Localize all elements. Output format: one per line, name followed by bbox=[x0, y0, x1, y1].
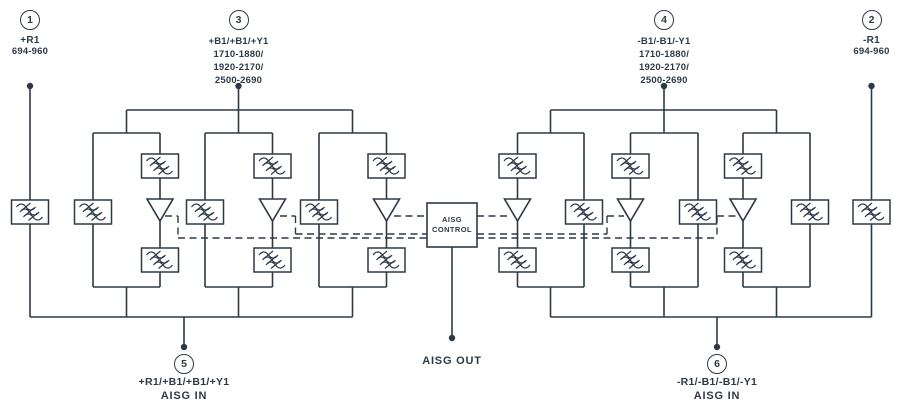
filter-icon bbox=[498, 247, 537, 273]
port-3-freq-3: 2500-2690 bbox=[214, 75, 263, 86]
port-4-freq-2: 1920-2170/ bbox=[638, 62, 690, 73]
filter-icon bbox=[852, 199, 891, 225]
port-6-number: 6 bbox=[707, 354, 727, 374]
port-3-number: 3 bbox=[228, 10, 249, 30]
port-6-aisg-in-label: AISG IN bbox=[693, 390, 741, 402]
filter-icon bbox=[253, 247, 292, 273]
port-1-name: +R1 bbox=[20, 35, 40, 46]
aisg-control-line1: AISG bbox=[442, 215, 462, 224]
port-5-name: +R1/+B1/+B1/+Y1 bbox=[138, 376, 230, 388]
port-4-name: -B1/-B1/-Y1 bbox=[637, 36, 691, 47]
port-2-number: 2 bbox=[861, 10, 882, 30]
filter-icon bbox=[253, 153, 292, 179]
filter-icon bbox=[299, 199, 339, 225]
aisg-control-box bbox=[426, 202, 478, 248]
filter-icon bbox=[367, 153, 406, 179]
port-2-name: -R1 bbox=[862, 35, 881, 46]
aisg-control-title: AISG CONTROL bbox=[427, 203, 477, 247]
filter-icon bbox=[723, 153, 763, 179]
port-6-name: -R1/-B1/-B1/-Y1 bbox=[676, 376, 758, 388]
aisg-out-label: AISG OUT bbox=[422, 355, 482, 367]
port-1-label: +R1 694-960 bbox=[12, 35, 48, 58]
filter-icon bbox=[611, 247, 650, 273]
amplifier-icon bbox=[145, 198, 175, 223]
filter-icon bbox=[10, 199, 50, 225]
amplifier-icon bbox=[503, 198, 532, 223]
port-3-freq-1: 1710-1880/ bbox=[213, 49, 264, 60]
port-2-freq: 694-960 bbox=[853, 46, 890, 57]
terminal-dots bbox=[26, 82, 875, 351]
amplifier-icon bbox=[258, 198, 287, 223]
amplifier-icon bbox=[616, 198, 645, 223]
aisg-control-line2: CONTROL bbox=[432, 225, 472, 234]
filter-icon bbox=[367, 247, 406, 273]
filter-icon bbox=[73, 199, 113, 225]
amplifiers bbox=[145, 198, 758, 223]
filter-icon bbox=[790, 199, 830, 225]
filter-icon bbox=[140, 153, 180, 179]
port-1-number: 1 bbox=[20, 10, 40, 30]
port-3-label: +B1/+B1/+Y1 1710-1880/ 1920-2170/ 2500-2… bbox=[208, 35, 268, 87]
port-3-freq-2: 1920-2170/ bbox=[213, 62, 264, 73]
filter-icon bbox=[611, 153, 650, 179]
port-4-freq-3: 2500-2690 bbox=[640, 75, 688, 86]
amplifier-icon bbox=[372, 198, 401, 223]
port-4-label: -B1/-B1/-Y1 1710-1880/ 1920-2170/ 2500-2… bbox=[638, 35, 691, 87]
filter-icon bbox=[498, 153, 537, 179]
filter-icon bbox=[564, 199, 604, 225]
amplifier-icon bbox=[728, 198, 758, 223]
filter-icon bbox=[723, 247, 763, 273]
filter-icon bbox=[140, 247, 180, 273]
port-4-freq-1: 1710-1880/ bbox=[638, 49, 690, 60]
port-5-number: 5 bbox=[174, 354, 194, 374]
filter-icon bbox=[185, 199, 225, 225]
filter-icon bbox=[678, 199, 718, 225]
port-5-aisg-in-label: AISG IN bbox=[160, 390, 208, 402]
port-4-number: 4 bbox=[654, 10, 674, 30]
port-1-freq: 694-960 bbox=[11, 46, 49, 57]
port-2-label: -R1 694-960 bbox=[853, 35, 889, 58]
port-3-name: +B1/+B1/+Y1 bbox=[208, 36, 269, 47]
